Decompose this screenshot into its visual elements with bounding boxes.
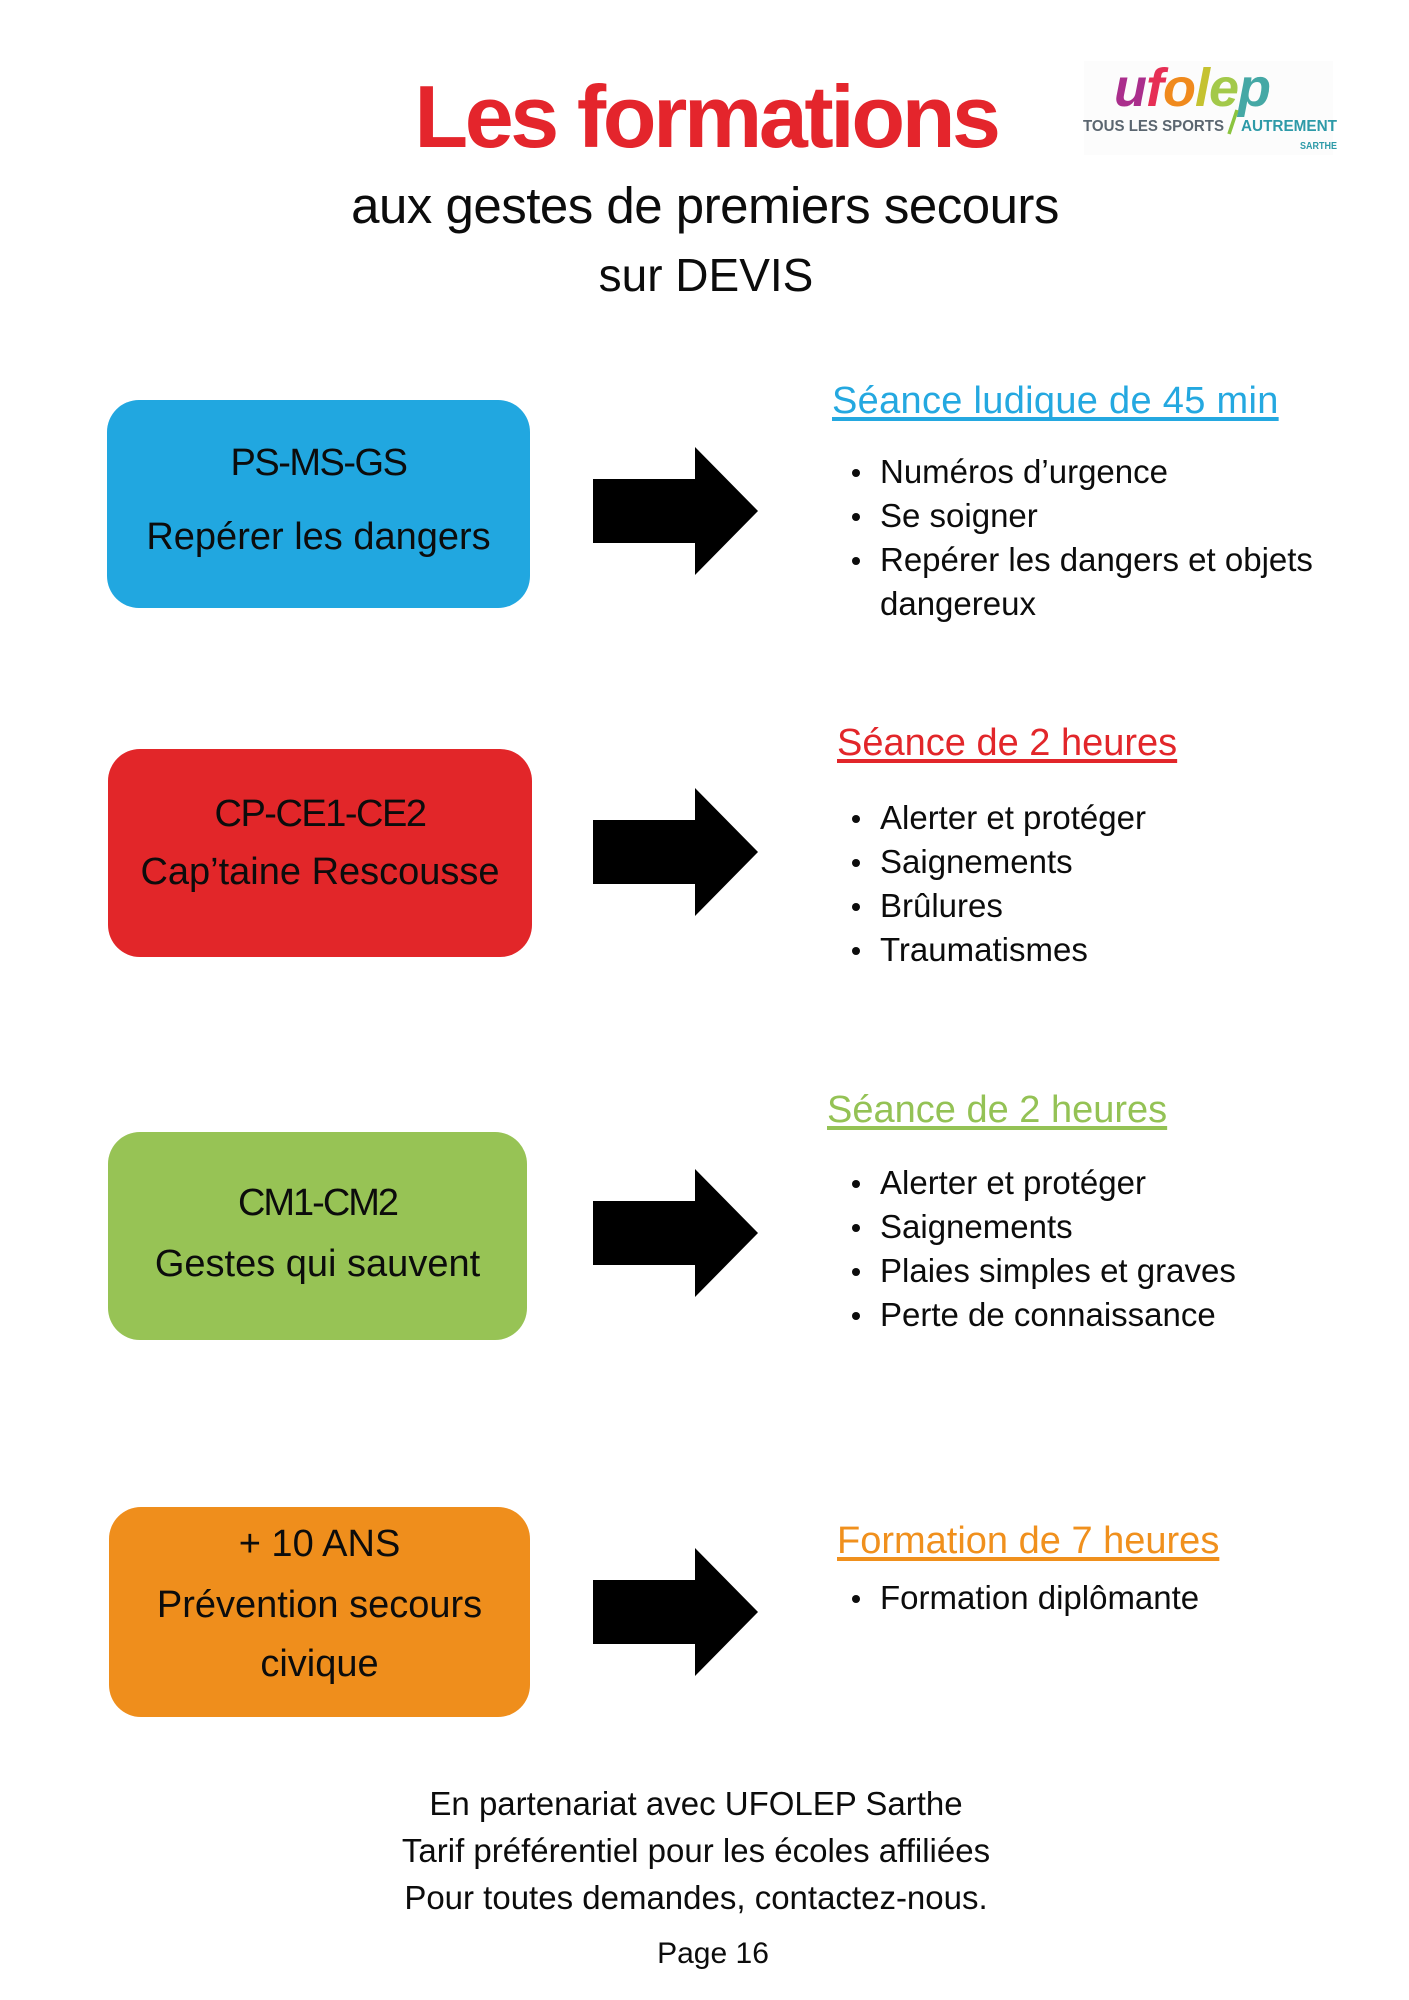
svg-text:ufolep: ufolep [1114, 58, 1270, 118]
svg-text:TOUS LES SPORTS: TOUS LES SPORTS [1083, 118, 1224, 135]
svg-text:SARTHE: SARTHE [1300, 141, 1337, 152]
svg-text:AUTREMENT: AUTREMENT [1241, 118, 1337, 135]
